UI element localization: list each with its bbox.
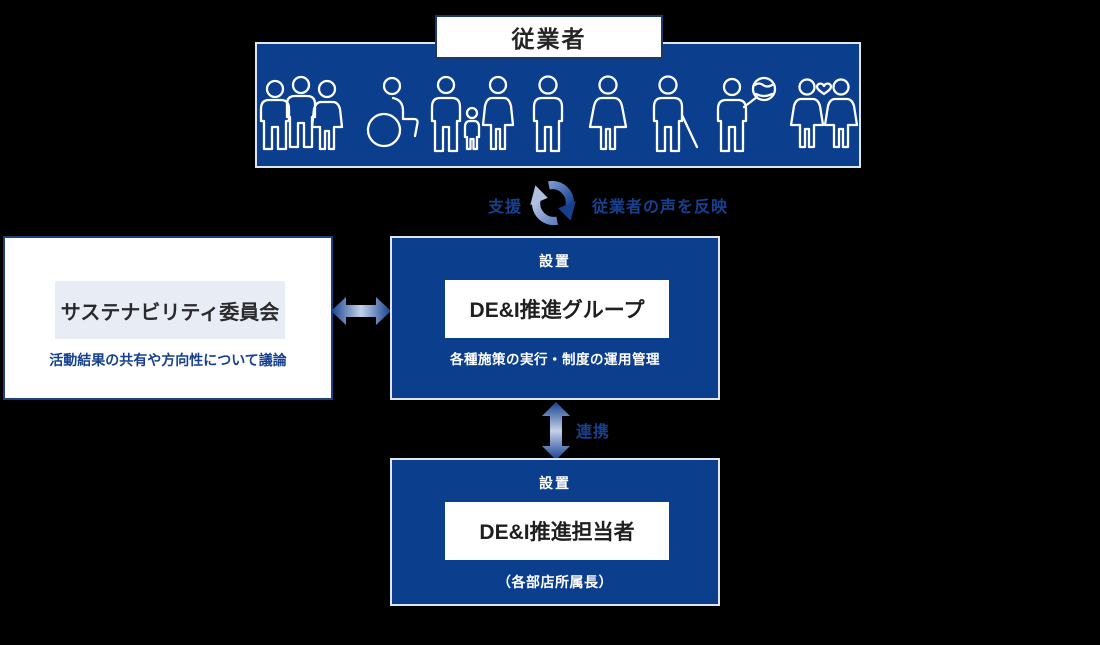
promotion-group-title: DE&I推進グループ [445, 280, 669, 338]
promotion-group-tag: 設置 [539, 253, 571, 269]
cooperation-label: 連携 [576, 424, 611, 441]
voice-feedback-label: 従業者の声を反映 [592, 199, 729, 216]
sustainability-committee-title: サステナビリティ委員会 [55, 281, 285, 339]
cycle-arrows-icon [530, 180, 576, 226]
employee-icons-row [257, 73, 859, 153]
sustainability-committee-description: 活動結果の共有や方向性について議論 [49, 352, 287, 368]
man-icon [532, 75, 563, 153]
employees-box [255, 42, 861, 168]
horizontal-double-arrow-icon [331, 297, 391, 325]
promotion-staff-title: DE&I推進担当者 [445, 502, 669, 560]
person-holding-globe-icon [716, 76, 776, 153]
sustainability-committee-box: サステナビリティ委員会 活動結果の共有や方向性について議論 [3, 236, 333, 400]
person-with-white-cane-icon [652, 75, 698, 153]
group-of-three-people-icon [259, 75, 343, 151]
female-couple-with-heart-icon [789, 78, 858, 149]
employees-label: 従業者 [435, 15, 663, 59]
vertical-double-arrow-icon [542, 402, 570, 460]
promotion-staff-tag: 設置 [539, 475, 571, 491]
support-label: 支援 [488, 199, 523, 216]
promotion-staff-box: 設置 DE&I推進担当者 （各部店所属長） [390, 458, 720, 606]
woman-icon [588, 75, 627, 151]
promotion-staff-description: （各部店所属長） [497, 574, 613, 590]
family-with-child-icon [430, 75, 514, 153]
wheelchair-user-icon [366, 76, 419, 148]
promotion-group-description: 各種施策の実行・制度の運用管理 [450, 352, 660, 367]
promotion-group-box: 設置 DE&I推進グループ 各種施策の実行・制度の運用管理 [390, 236, 720, 400]
